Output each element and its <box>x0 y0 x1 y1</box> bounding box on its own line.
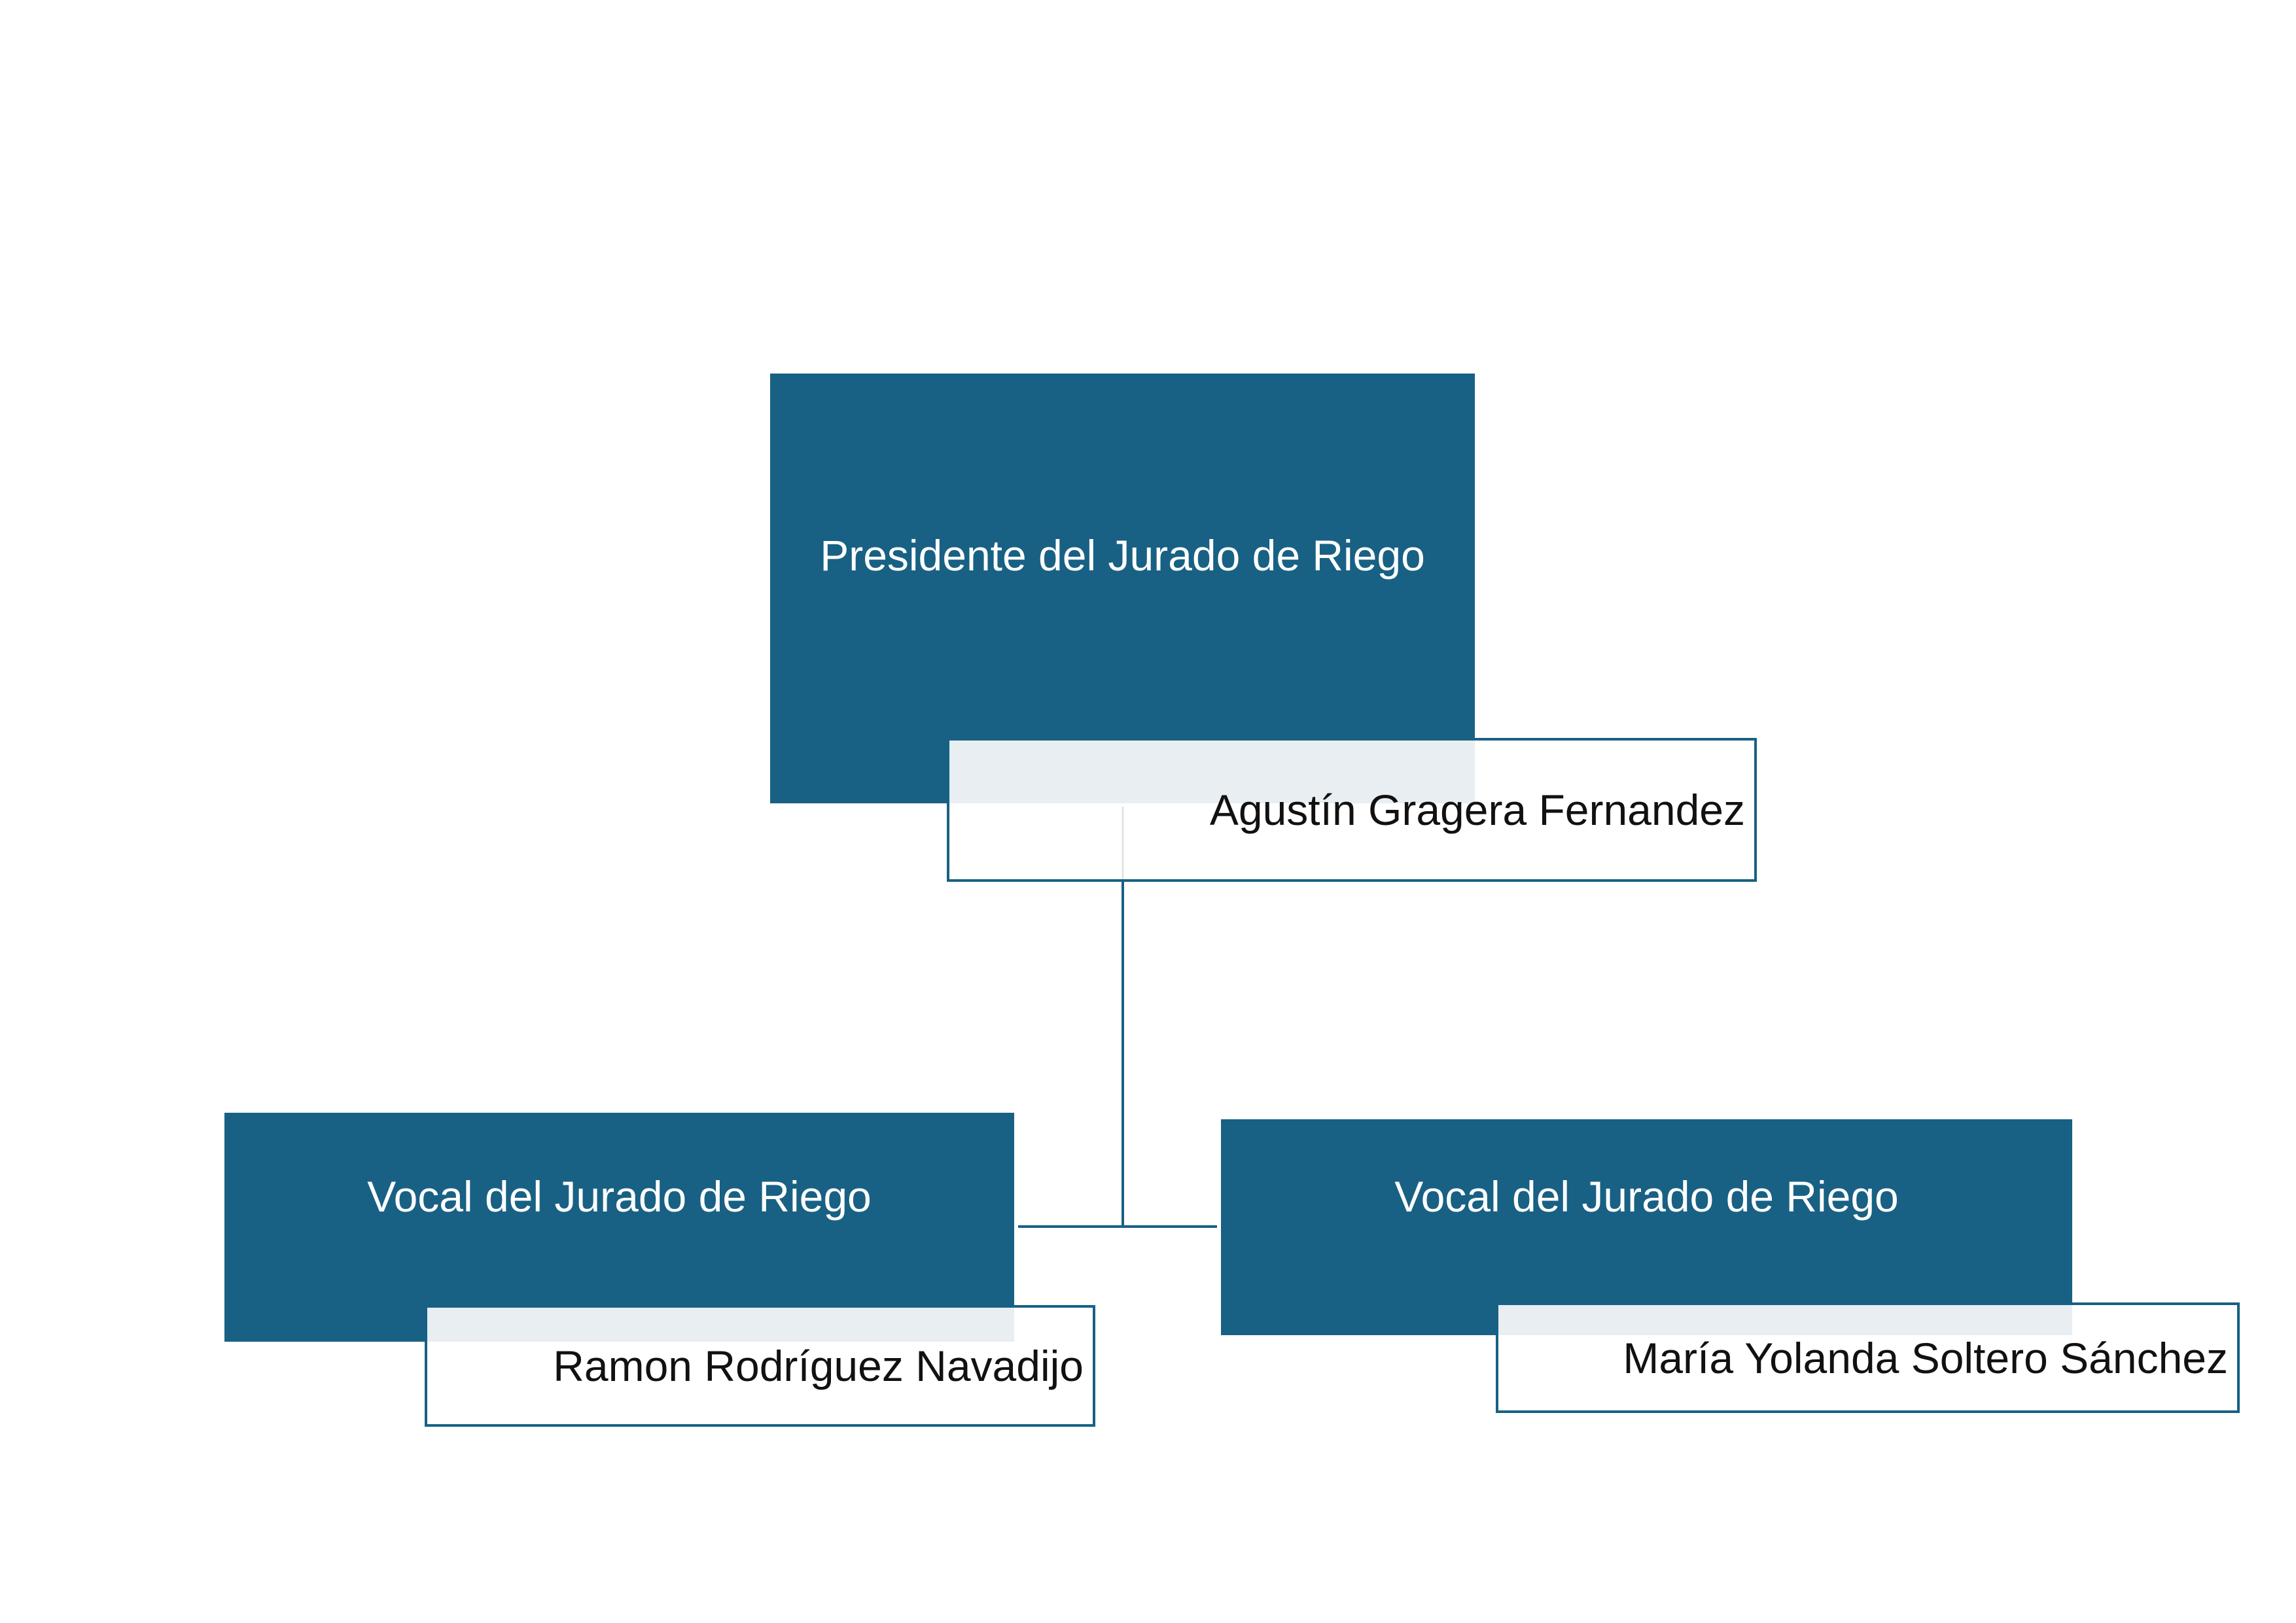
president-role-label: Presidente del Jurado de Riego <box>820 531 1425 580</box>
president-box-overlap <box>947 739 1475 803</box>
member-2-box-overlap <box>1496 1304 2072 1335</box>
member-2-name-box: María Yolanda Soltero Sánchez <box>1496 1302 2240 1413</box>
member-2-role-label: Vocal del Jurado de Riego <box>1394 1172 1899 1221</box>
member-1-role-label: Vocal del Jurado de Riego <box>367 1172 872 1221</box>
member-1-box-overlap <box>425 1306 1014 1342</box>
president-role-box: Presidente del Jurado de Riego <box>770 374 1475 803</box>
president-name-box: Agustín Gragera Fernandez <box>947 738 1757 882</box>
president-name-label: Agustín Gragera Fernandez <box>1209 786 1745 834</box>
member-1-role-box: Vocal del Jurado de Riego <box>224 1113 1014 1342</box>
member-1-name-box: Ramon Rodríguez Navadijo <box>425 1305 1095 1427</box>
member-2-name-label: María Yolanda Soltero Sánchez <box>1623 1333 2228 1382</box>
member-1-name-label: Ramon Rodríguez Navadijo <box>553 1342 1084 1390</box>
member-2-role-box: Vocal del Jurado de Riego <box>1221 1119 2072 1335</box>
